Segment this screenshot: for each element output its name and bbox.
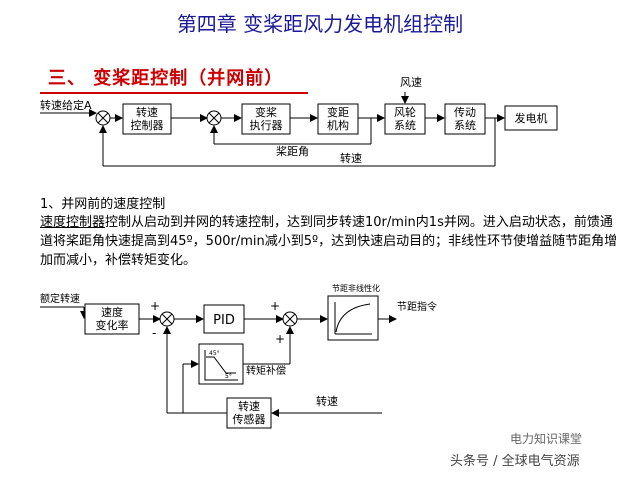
d1-pitch-actuator-block [241,103,291,135]
paragraph-term: 速度控制器 [40,215,106,230]
d1-speed-controller-line1: 转速 [136,105,158,119]
paragraph-text: 控制从启动到并网的转速控制，达到同步转速10r/min内1s并网。进入启动状态，… [40,215,618,268]
d2-nonlinear-block [327,295,379,341]
d2-pid-block [203,304,245,334]
d1-generator-label: 发电机 [515,111,548,125]
d2-speed-rate-line1: 速度 [101,305,123,319]
d2-output-label: 节距指令 [397,300,437,313]
d1-drive-line1: 传动 [454,106,476,119]
d1-speed-feedback-label: 转速 [340,151,362,165]
d2-angle-high-label: 45° [209,350,220,357]
d1-pitch-mechanism-block [317,103,359,135]
d1-pitch-mechanism-line1: 变距 [327,105,349,119]
page-title: 第四章 变桨距风力发电机组控制 [176,12,464,36]
d1-rotor-block [384,103,426,135]
d1-pitch-angle-feedback-label: 桨距角 [276,144,309,158]
d1-speed-controller-line2: 控制器 [131,118,164,132]
d2-input-label: 额定转速 [40,292,80,305]
d1-drive-line2: 系统 [454,119,476,132]
d1-pitch-actuator-line2: 执行器 [250,118,283,132]
d2-torque-comp-label: 转矩补偿 [246,364,286,377]
d2-nonlinear-curve [335,303,371,333]
d1-drive-block [444,103,486,135]
d2-nonlinear-label: 节距非线性化 [332,283,380,293]
section-title: 三、 变桨距控制（并网前） [48,68,284,89]
d1-rotor-line1: 风轮 [394,105,416,119]
watermark-channel: 电力知识课堂 [510,432,583,446]
d1-pitch-mechanism-line2: 机构 [327,118,349,132]
paragraph-body: 速度控制器控制从启动到并网的转速控制，达到同步转速10r/min内1s并网。进入… [40,213,620,270]
d2-speed-label: 转速 [316,394,338,408]
paragraph-heading: 1、并网前的速度控制 [40,197,166,212]
d2-angle-profile-curve [206,356,236,374]
d1-rotor-line2: 系统 [394,119,416,132]
d2-speed-rate-line2: 变化率 [96,318,129,332]
d2-angle-low-label: 5° [225,373,232,380]
watermark-source: 头条号 / 全球电气资源 [450,454,580,469]
d2-sign-minus: - [152,326,156,340]
d2-sign-plus-1: + [150,299,160,313]
d2-sensor-line1: 转速 [238,399,260,413]
d2-sign-plus-2: + [270,299,280,313]
d2-pid-label: PID [213,313,235,328]
d1-input-label: 转速给定A [40,98,92,112]
d1-pitch-actuator-line1: 变桨 [255,105,277,119]
d2-feedforward-angle-block [198,343,244,385]
d2-sign-plus-3: + [275,332,285,346]
section-underline [40,92,308,94]
d1-speed-controller-block [122,103,172,135]
d1-wind-speed-label: 风速 [400,76,422,89]
d2-sensor-line2: 传感器 [233,413,266,426]
d1-generator-block [504,105,558,131]
